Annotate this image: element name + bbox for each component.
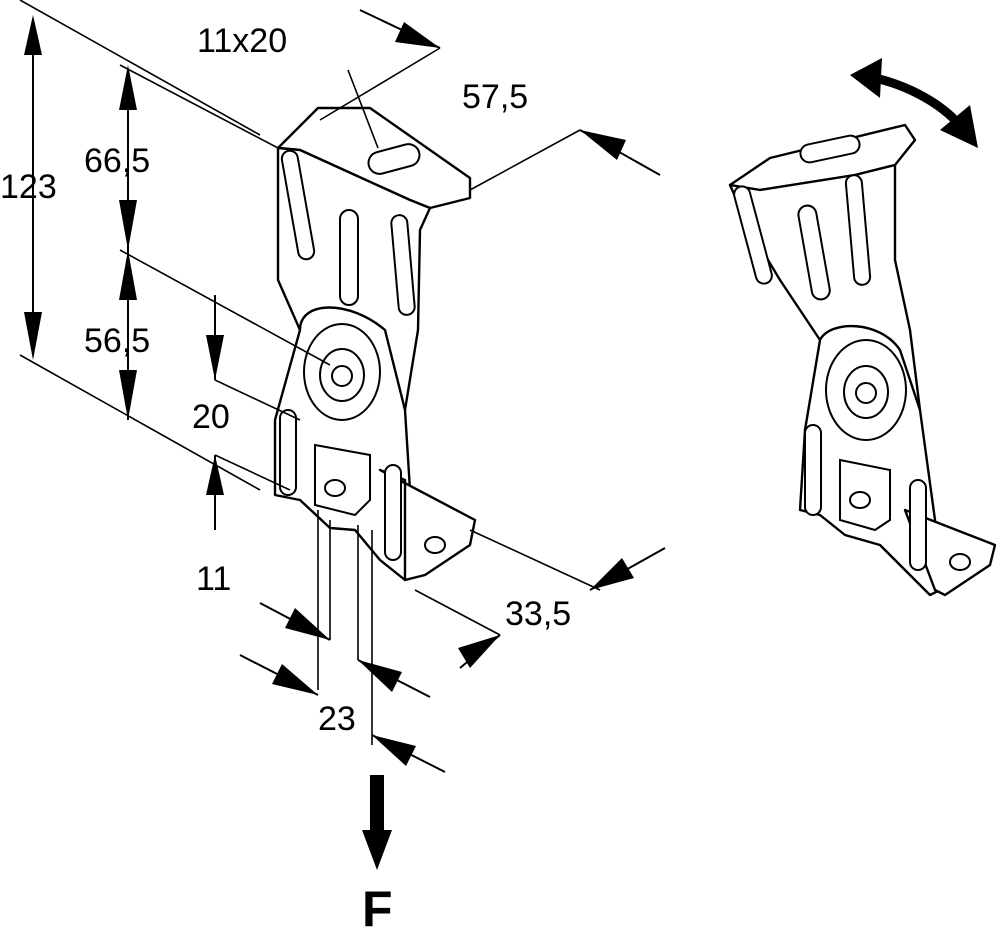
bracket-rotated-view: [728, 123, 997, 597]
dimension-width-base: 33,5: [505, 595, 571, 633]
dimension-width-top: 57,5: [462, 78, 528, 116]
dimension-base-slot: 23: [318, 700, 356, 738]
dimension-lines: [19, 0, 666, 773]
rotate-arrow-icon: [850, 58, 978, 148]
down-arrow-icon: [362, 775, 392, 870]
dimension-height-upper: 66,5: [84, 142, 150, 180]
dimension-slot-width: 11: [196, 560, 231, 598]
dimension-slot-offset: 20: [192, 398, 230, 436]
dimension-slot-size: 11x20: [197, 22, 287, 60]
force-label: F: [362, 881, 393, 929]
dimension-height-total: 123: [0, 168, 57, 206]
dimension-height-lower: 56,5: [84, 322, 150, 360]
bracket-main-view: [273, 106, 477, 582]
